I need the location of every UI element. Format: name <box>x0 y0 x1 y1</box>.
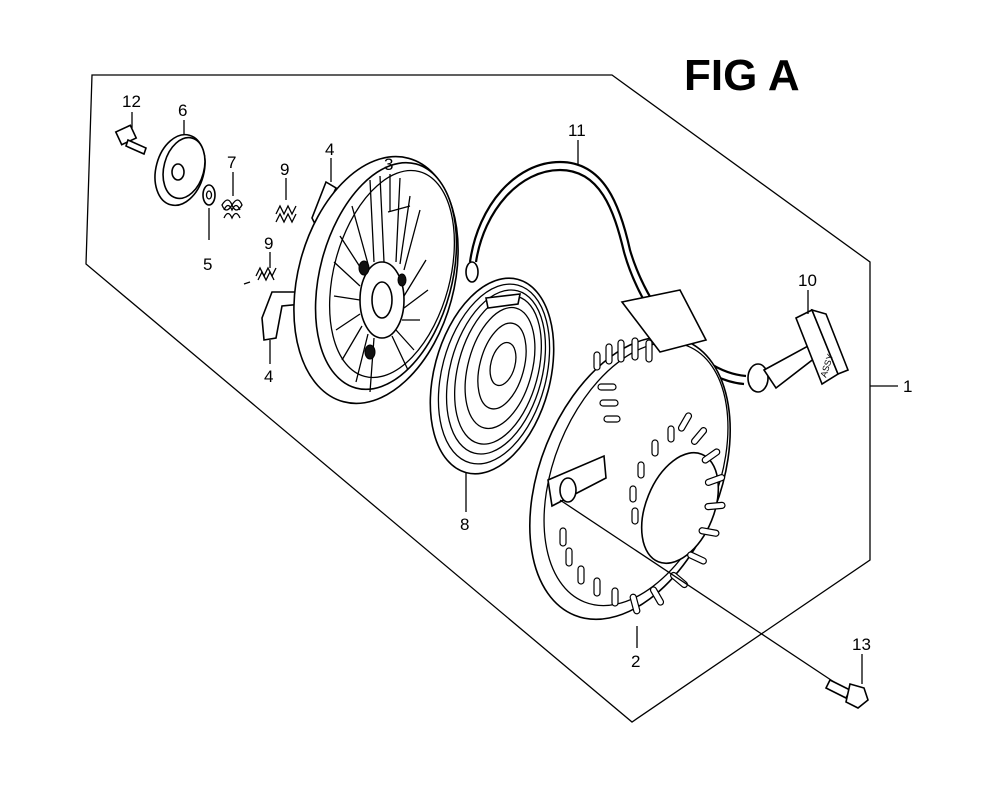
reel-spokes <box>333 175 429 393</box>
part-13-bolt <box>559 499 869 709</box>
part-8-recoil-spring <box>429 277 555 512</box>
part-12-bolt <box>114 112 147 156</box>
callout-9-upper: 9 <box>280 160 289 179</box>
part-3-reel <box>293 155 459 405</box>
callout-9-lower: 9 <box>264 234 273 253</box>
callout-4-lower: 4 <box>264 367 273 386</box>
case-vent-slots <box>559 337 726 615</box>
callout-12: 12 <box>122 92 141 111</box>
callout-1: 1 <box>903 377 912 396</box>
part-7-spring <box>221 172 243 220</box>
callout-7: 7 <box>227 153 236 172</box>
callout-13: 13 <box>852 635 871 654</box>
part-10-handle: ASSY <box>747 290 850 393</box>
callout-4-upper: 4 <box>325 140 334 159</box>
callout-3: 3 <box>384 155 393 174</box>
callout-11: 11 <box>568 121 586 140</box>
part-2-starter-case <box>529 289 731 648</box>
assembly-boundary <box>85 74 871 723</box>
callout-5: 5 <box>203 255 212 274</box>
part-5-washer <box>202 184 216 240</box>
part-9-spring-upper <box>275 178 297 224</box>
figure-title: FIG A <box>684 51 800 100</box>
callout-10: 10 <box>798 271 817 290</box>
part-6-drive-plate <box>154 120 206 207</box>
callout-8: 8 <box>460 515 469 534</box>
callout-2: 2 <box>631 652 640 671</box>
callout-6: 6 <box>178 101 187 120</box>
part-9-spring-lower <box>243 252 277 285</box>
